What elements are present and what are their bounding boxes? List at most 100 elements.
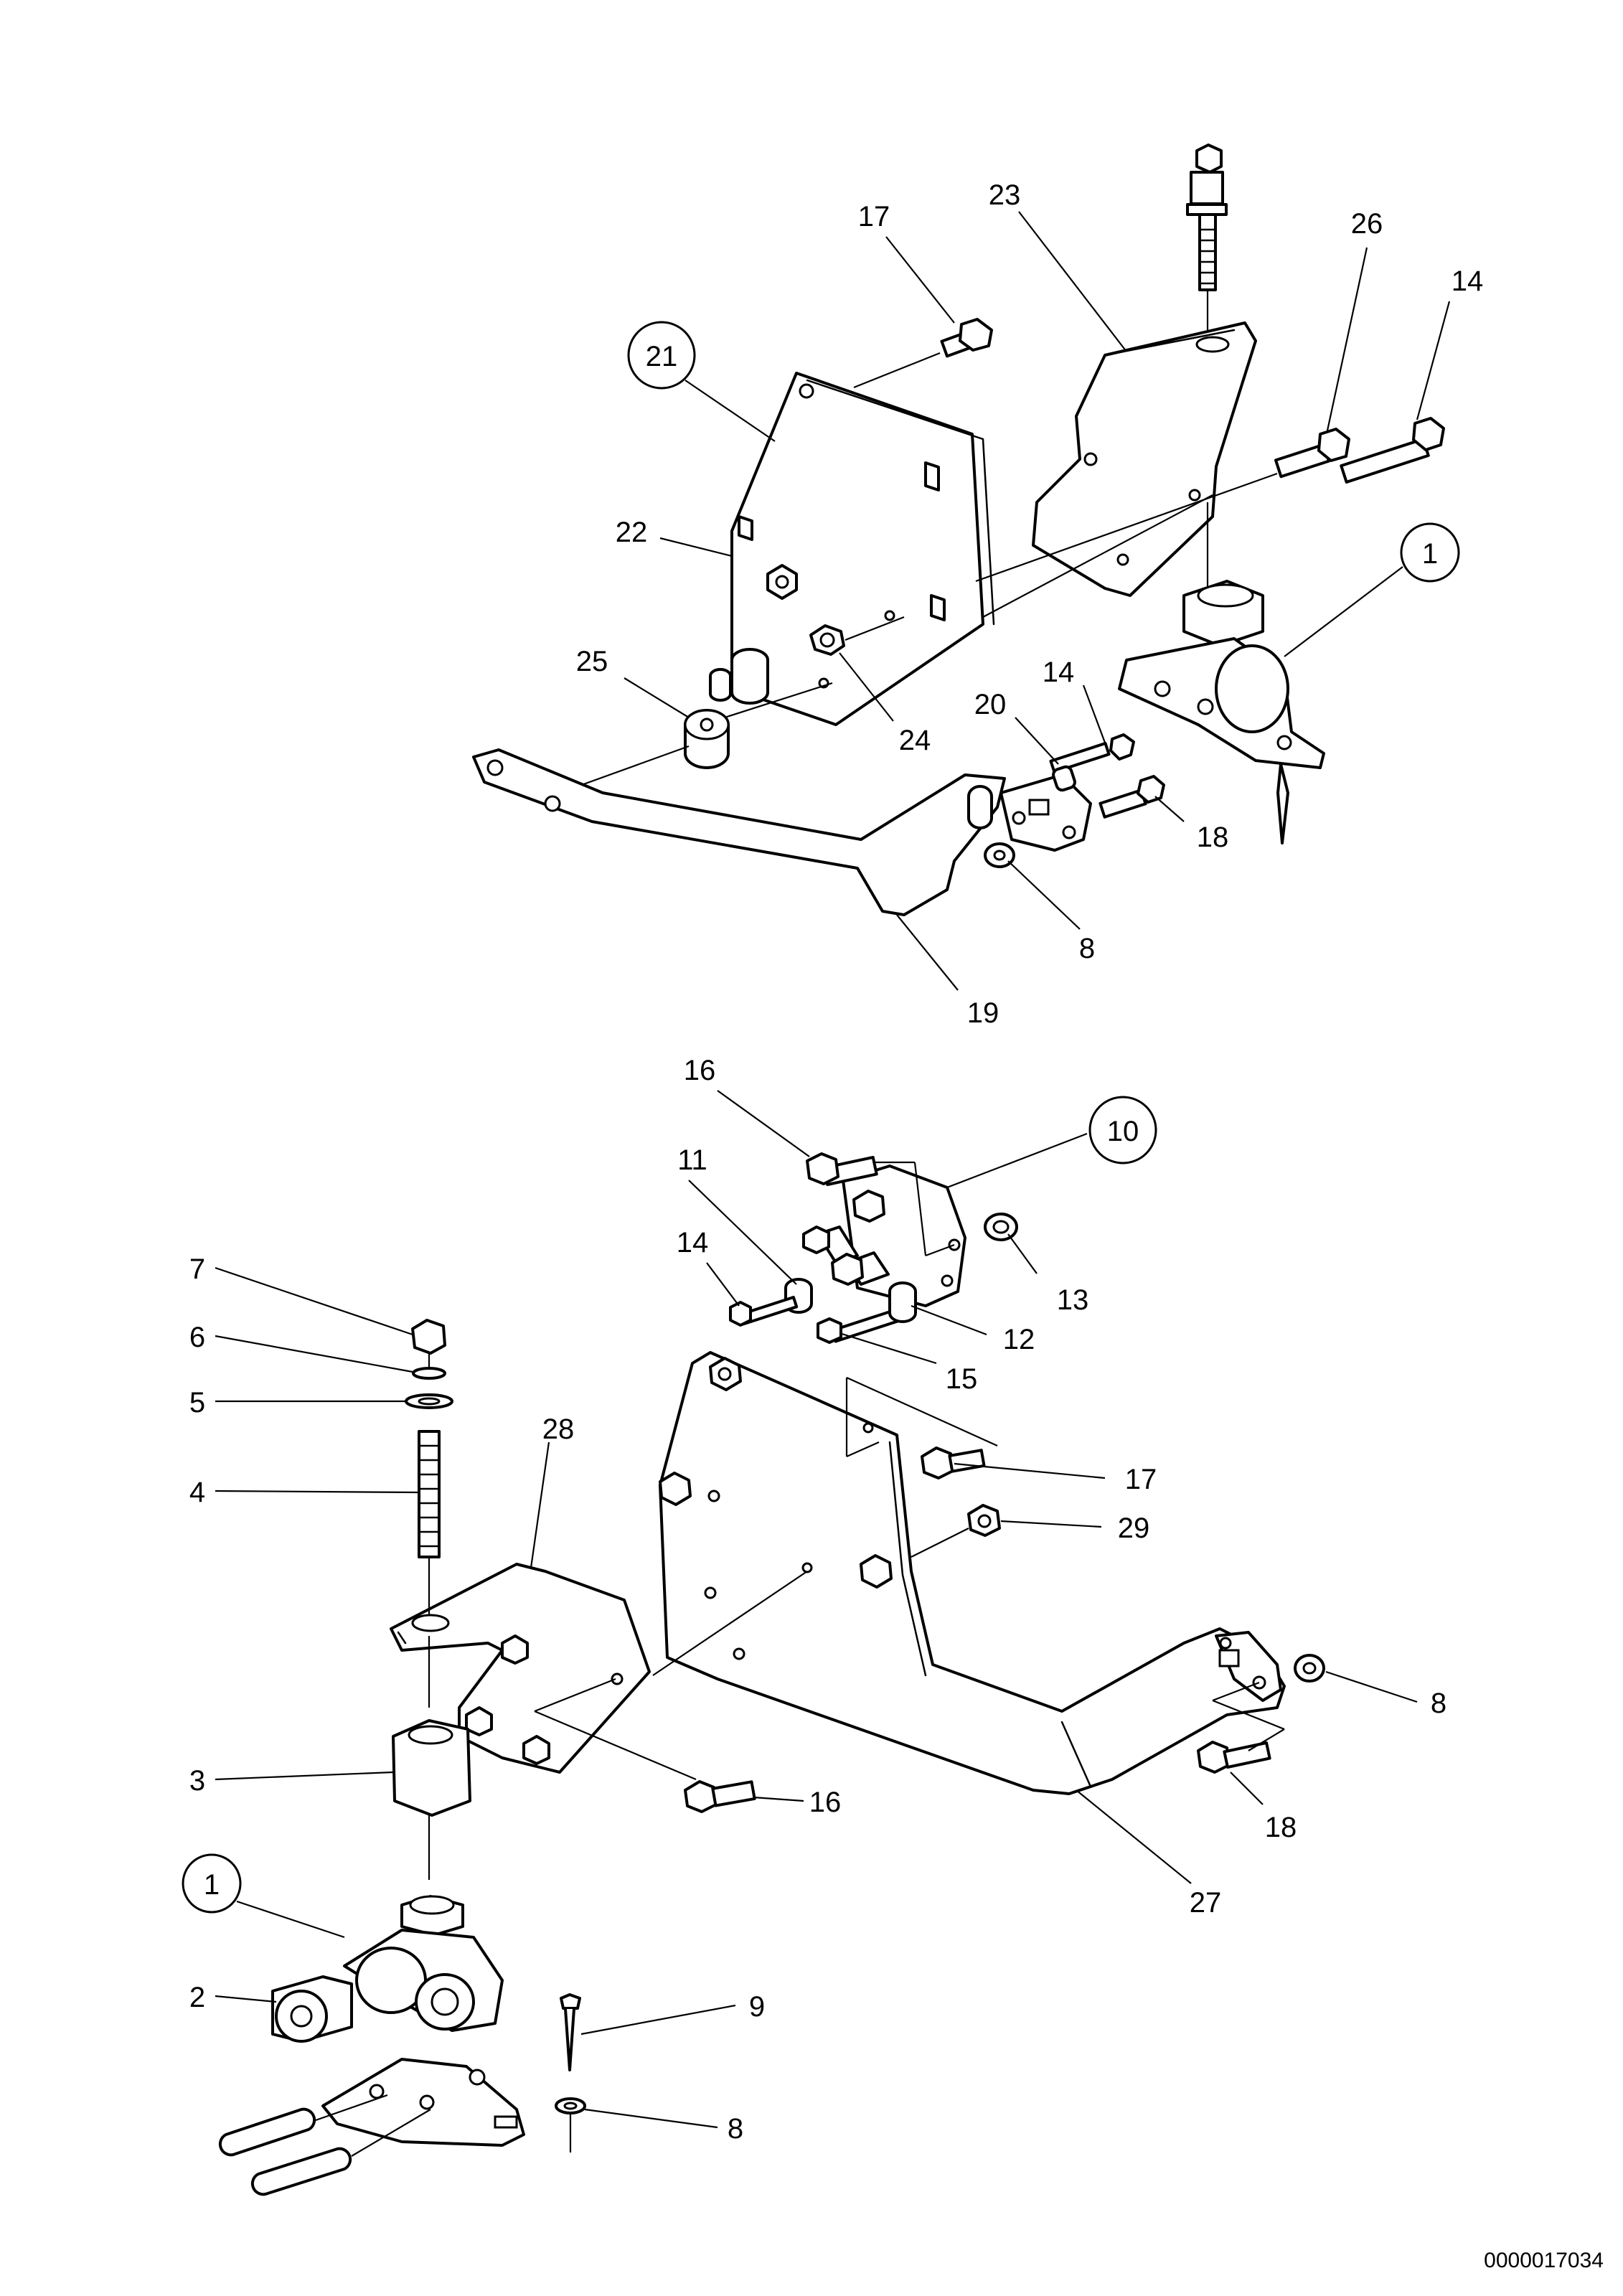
svg-text:16: 16 (809, 1787, 842, 1818)
lever-27 (659, 1351, 1286, 1795)
svg-text:17: 17 (858, 201, 890, 232)
callout-8b: 8 (1431, 1688, 1446, 1719)
callout-26: 26 (1351, 208, 1383, 240)
callouts: 17 23 26 14 21 22 1 25 24 20 14 18 8 19 … (182, 179, 1484, 2145)
callout-9: 9 (749, 1991, 765, 2023)
svg-text:8: 8 (1431, 1688, 1446, 1719)
bolt-17-lower (921, 1446, 986, 1479)
lever-19 (472, 748, 1006, 916)
svg-text:7: 7 (189, 1253, 205, 1285)
callout-5: 5 (189, 1387, 205, 1418)
bushing-2 (271, 1975, 353, 2043)
pivot-block-lower (321, 1895, 525, 2147)
bolt-14-link (1049, 733, 1135, 773)
link-plate (999, 773, 1092, 852)
callout-3: 3 (189, 1765, 205, 1797)
svg-text:20: 20 (974, 689, 1007, 720)
nut-3 (392, 1719, 471, 1817)
washer-8-right (1294, 1654, 1325, 1683)
callout-6: 6 (189, 1322, 205, 1353)
bushing-25 (684, 682, 833, 769)
callout-21: 21 (627, 321, 696, 390)
bracket-upper (1032, 321, 1257, 597)
spacer-20 (1052, 765, 1076, 792)
callout-29: 29 (1118, 1512, 1150, 1544)
pivot-block-upper (1118, 580, 1325, 844)
callout-18a: 18 (1197, 822, 1229, 853)
svg-text:24: 24 (899, 725, 931, 756)
callout-8a: 8 (1079, 933, 1095, 964)
svg-text:27: 27 (1190, 1887, 1222, 1919)
split-pin-9 (560, 1993, 581, 2071)
callout-28: 28 (542, 1413, 575, 1445)
callout-2: 2 (189, 1982, 205, 2013)
callout-16a: 16 (684, 1055, 716, 1086)
svg-text:23: 23 (989, 179, 1021, 211)
svg-text:12: 12 (1003, 1324, 1035, 1355)
callout-14a: 14 (1452, 265, 1484, 297)
svg-text:14: 14 (1043, 657, 1075, 688)
stud-upper-b (852, 1190, 885, 1223)
callout-13: 13 (1057, 1284, 1089, 1316)
svg-text:14: 14 (1452, 265, 1484, 297)
bolt-16-upper (806, 1152, 878, 1187)
svg-text:18: 18 (1197, 822, 1229, 853)
callout-20: 20 (974, 689, 1007, 720)
callout-27: 27 (1190, 1887, 1222, 1919)
svg-text:6: 6 (189, 1322, 205, 1353)
nut-13 (984, 1213, 1018, 1241)
pin-b (250, 2147, 352, 2196)
bolt-7 (411, 1319, 446, 1355)
bracket-28 (390, 1563, 651, 1774)
svg-text:19: 19 (967, 997, 999, 1029)
washer-8-upper (984, 842, 1015, 868)
callout-14c: 14 (677, 1227, 709, 1258)
stud-4 (418, 1430, 441, 1558)
nut-24 (809, 616, 905, 656)
bolt-15 (817, 1281, 917, 1344)
spacer-upper (709, 648, 769, 705)
bolt-18-lower (1197, 1741, 1271, 1774)
callout-22: 22 (616, 517, 648, 548)
svg-text:22: 22 (616, 517, 648, 548)
svg-text:1: 1 (204, 1869, 220, 1901)
washer-5 (405, 1393, 453, 1409)
callout-12: 12 (1003, 1324, 1035, 1355)
upper-assembly (472, 144, 1445, 916)
callout-15: 15 (946, 1363, 978, 1395)
svg-text:28: 28 (542, 1413, 575, 1445)
svg-text:10: 10 (1107, 1116, 1139, 1147)
svg-text:15: 15 (946, 1363, 978, 1395)
svg-text:14: 14 (677, 1227, 709, 1258)
svg-text:5: 5 (189, 1387, 205, 1418)
svg-text:29: 29 (1118, 1512, 1150, 1544)
svg-text:25: 25 (576, 646, 608, 677)
callout-24: 24 (899, 725, 931, 756)
bolt-26 (1274, 428, 1350, 479)
mounting-plate (730, 372, 995, 726)
lock-washer-6 (412, 1367, 446, 1380)
svg-text:8: 8 (728, 2113, 743, 2145)
bolt-14-lower (729, 1295, 799, 1327)
bolt-14-upper (1340, 417, 1445, 484)
svg-text:18: 18 (1265, 1812, 1297, 1843)
pivot-pin (967, 785, 993, 829)
svg-text:16: 16 (684, 1055, 716, 1086)
callout-16b: 16 (809, 1787, 842, 1818)
callout-1b: 1 (182, 1853, 242, 1914)
svg-text:11: 11 (677, 1144, 707, 1176)
svg-text:3: 3 (189, 1765, 205, 1797)
document-id: 0000017034 (1484, 2249, 1604, 2272)
callout-23: 23 (989, 179, 1021, 211)
callout-19: 19 (967, 997, 999, 1029)
washer-8-lower (555, 2097, 586, 2114)
callout-7: 7 (189, 1253, 205, 1285)
callout-10: 10 (1088, 1096, 1157, 1165)
svg-text:13: 13 (1057, 1284, 1089, 1316)
callout-14b: 14 (1043, 657, 1075, 688)
bolt-16-lower (684, 1780, 756, 1813)
svg-text:17: 17 (1125, 1464, 1157, 1495)
svg-text:21: 21 (646, 341, 678, 372)
svg-text:4: 4 (189, 1477, 205, 1508)
